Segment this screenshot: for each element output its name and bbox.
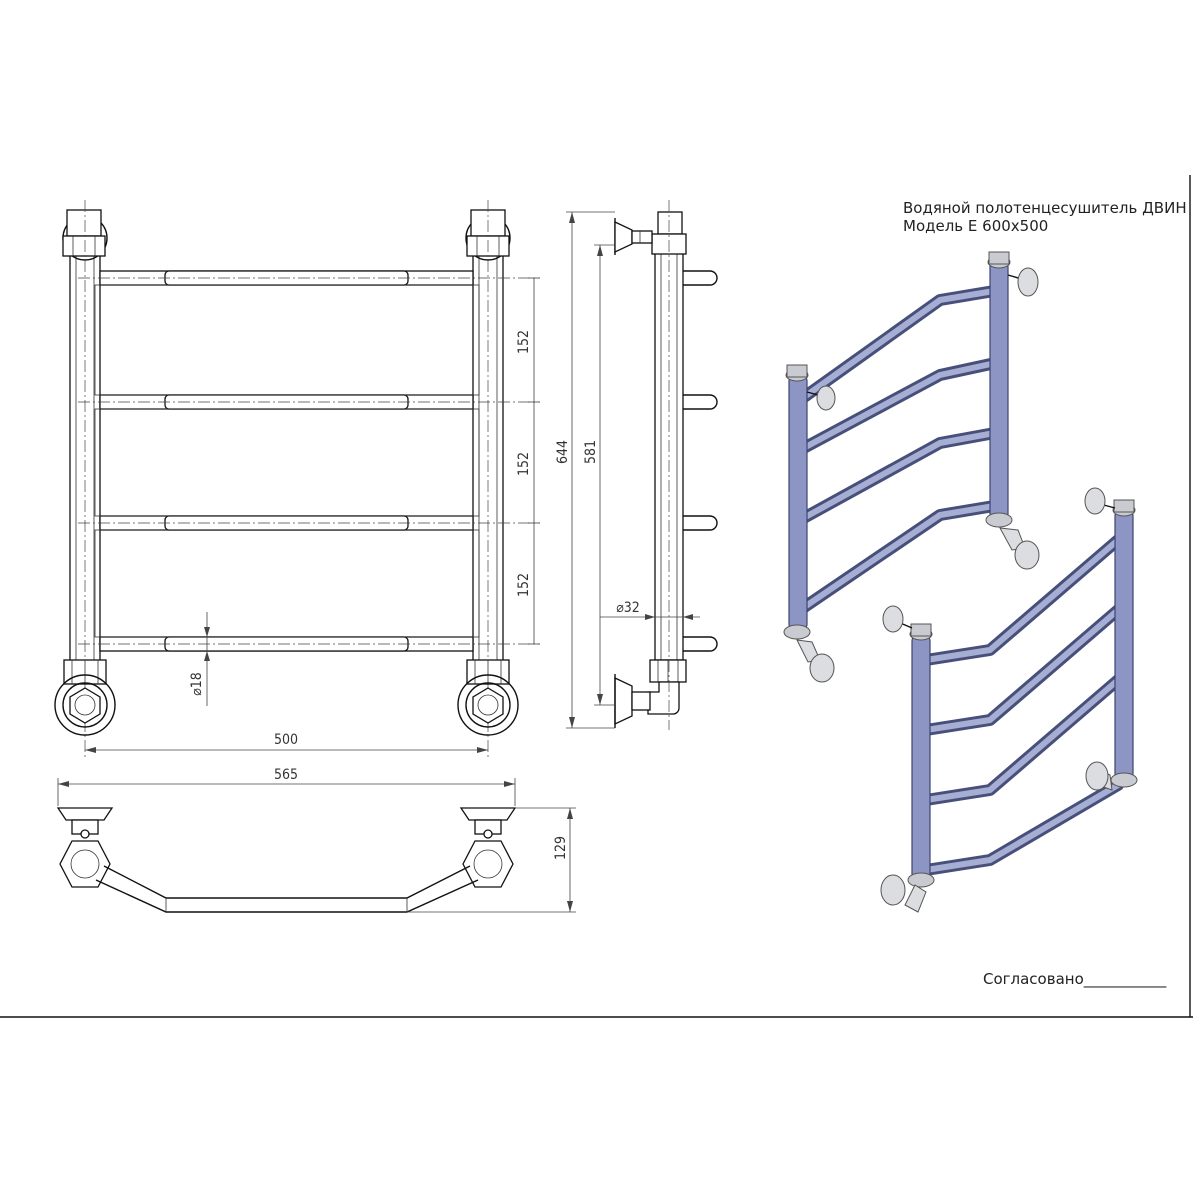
dim-connection-width: 500	[274, 732, 298, 748]
sheet-frame	[0, 175, 1193, 1018]
front-view	[54, 200, 540, 760]
side-view	[614, 200, 718, 730]
top-view-dimensions: 565 129	[57, 767, 576, 913]
dim-rung-diameter: ⌀18	[189, 672, 205, 696]
dim-total-width: 565	[274, 767, 298, 783]
rungs	[99, 270, 474, 652]
dim-total-height: 644	[555, 440, 571, 464]
front-view-dimensions: 152 152 152 500 ⌀18	[85, 277, 540, 753]
dim-rung-spacing-1: 152	[516, 330, 532, 354]
dim-side-height: 581	[583, 440, 599, 464]
side-view-dimensions: 644 581 ⌀32	[555, 211, 700, 729]
top-view	[56, 807, 517, 913]
title-line-1: Водяной полотенцесушитель ДВИН	[903, 199, 1187, 217]
isometric-view-front	[880, 487, 1138, 913]
dim-rung-spacing-3: 152	[516, 573, 532, 597]
isometric-view-rear	[783, 251, 1040, 683]
dim-post-diameter: ⌀32	[616, 600, 640, 616]
title-line-2: Модель Е 600х500	[903, 217, 1048, 235]
approval-label: Согласовано___________	[983, 970, 1167, 989]
dim-rung-spacing-2: 152	[516, 452, 532, 476]
dim-depth: 129	[553, 836, 569, 860]
